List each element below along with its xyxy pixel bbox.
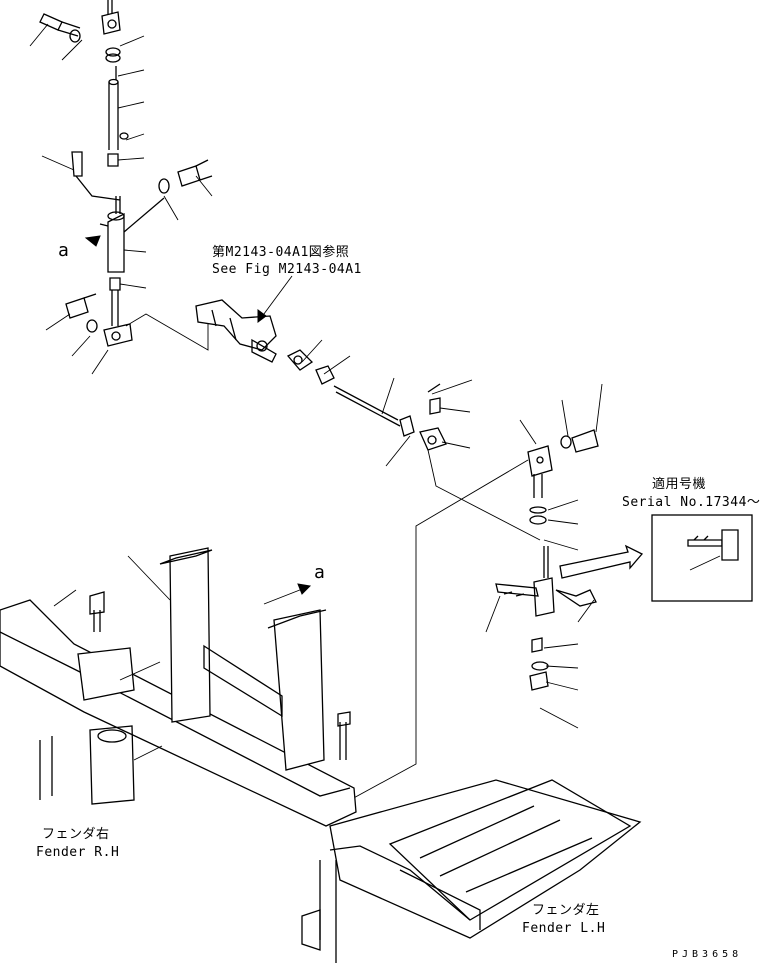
main-frame [0, 547, 357, 827]
link-line-right [349, 449, 541, 801]
serial-inset-part [687, 529, 739, 561]
callout-lines [29, 23, 721, 761]
view-marker-left: a [58, 240, 69, 261]
left-arrow-head [84, 235, 101, 247]
ref-arrow-head [257, 309, 267, 323]
threaded-rod-group [286, 349, 447, 451]
serial-label-jp: 適用号機 [652, 477, 707, 492]
fender-right-label-jp: フェンダ右 [42, 827, 110, 842]
fender-left-label-jp: フェンダ左 [532, 903, 600, 918]
ref-label-en: See Fig M2143-04A1 [212, 262, 362, 277]
link-line-upper [125, 313, 209, 351]
upper-rod-assembly [39, 0, 213, 347]
frame-arrow-head [297, 583, 312, 595]
joint-assembly [195, 299, 277, 363]
fender-left [301, 779, 642, 963]
serial-label-en: Serial No.17344～ [622, 495, 761, 510]
fender-right-label-en: Fender R.H [36, 845, 120, 860]
serial-inset-box [651, 514, 753, 602]
view-marker-frame: a [314, 562, 325, 583]
drawing-code: PJB3658 [672, 949, 743, 960]
fender-left-label-en: Fender L.H [522, 921, 606, 936]
ref-label-jp: 第M2143-04A1図参照 [212, 245, 350, 260]
right-pivot-assembly [495, 429, 599, 691]
serial-callout-arrow [559, 544, 644, 579]
